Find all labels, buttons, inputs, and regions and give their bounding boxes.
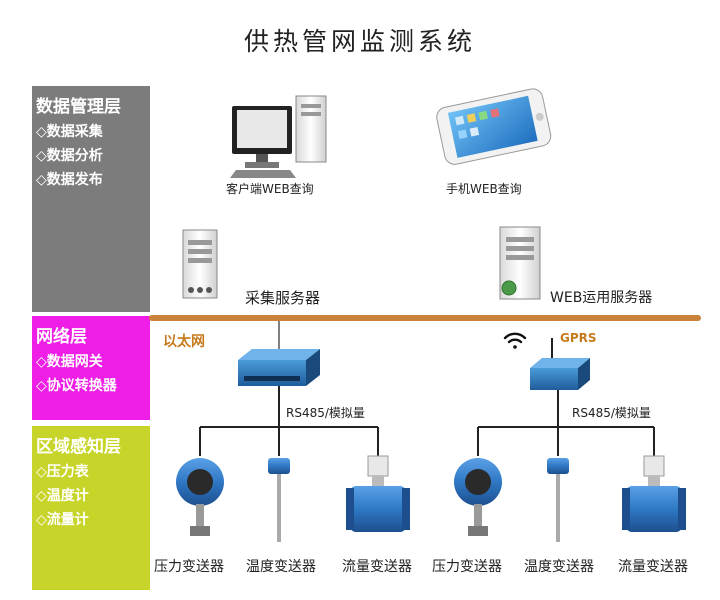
layer-item-protocol-converter: ◇协议转换器	[36, 378, 117, 394]
rs485-right-label: RS485/模拟量	[572, 406, 651, 420]
layer-item-data-analysis: ◇数据分析	[36, 148, 103, 164]
ethernet-label: 以太网	[163, 334, 205, 350]
temperature-transmitter-left-icon	[268, 458, 290, 542]
layer-item-data-collection: ◇数据采集	[36, 124, 103, 140]
smartphone-icon	[436, 88, 552, 165]
data-management-layer-panel: 数据管理层 ◇数据采集 ◇数据分析 ◇数据发布	[32, 86, 150, 312]
flow-transmitter-left-icon	[346, 455, 410, 532]
device-label-flow-left: 流量变送器	[342, 559, 412, 575]
device-label-pressure-left: 压力变送器	[154, 559, 224, 575]
desktop-computer-icon	[230, 95, 327, 178]
diagram-title: 供热管网监测系统	[243, 27, 476, 56]
pressure-transmitter-right-icon	[454, 458, 502, 536]
collect-server-icon	[182, 229, 218, 299]
web-server-icon	[499, 226, 541, 300]
layer-item-data-gateway: ◇数据网关	[36, 354, 103, 370]
layer-item-thermometer: ◇温度计	[36, 488, 89, 504]
layer-item-flowmeter: ◇流量计	[36, 512, 89, 528]
rs485-left-label: RS485/模拟量	[286, 406, 365, 420]
network-layer-title: 网络层	[36, 327, 87, 347]
sensing-layer-title: 区域感知层	[36, 437, 121, 457]
flow-transmitter-right-icon	[622, 455, 686, 532]
pc-query-label: 客户端WEB查询	[226, 182, 314, 196]
device-label-flow-right: 流量变送器	[618, 559, 688, 575]
data-gateway-left-icon	[238, 349, 320, 386]
wifi-icon	[503, 332, 527, 349]
sensing-layer-panel: 区域感知层 ◇压力表 ◇温度计 ◇流量计	[32, 426, 150, 590]
data-gateway-right-icon	[530, 338, 590, 390]
device-label-temperature-right: 温度变送器	[524, 559, 594, 575]
data-management-layer-title: 数据管理层	[36, 97, 121, 117]
phone-query-label: 手机WEB查询	[446, 182, 522, 196]
temperature-transmitter-right-icon	[547, 458, 569, 542]
gprs-label: GPRS	[560, 331, 597, 345]
collect-server-label: 采集服务器	[245, 289, 321, 307]
device-label-pressure-right: 压力变送器	[432, 559, 502, 575]
pressure-transmitter-left-icon	[176, 458, 224, 536]
layer-item-pressure-gauge: ◇压力表	[36, 464, 89, 480]
web-server-label: WEB运用服务器	[550, 290, 653, 306]
network-layer-panel: 网络层 ◇数据网关 ◇协议转换器	[32, 316, 150, 420]
layer-item-data-publish: ◇数据发布	[36, 172, 103, 188]
device-label-temperature-left: 温度变送器	[246, 559, 316, 575]
